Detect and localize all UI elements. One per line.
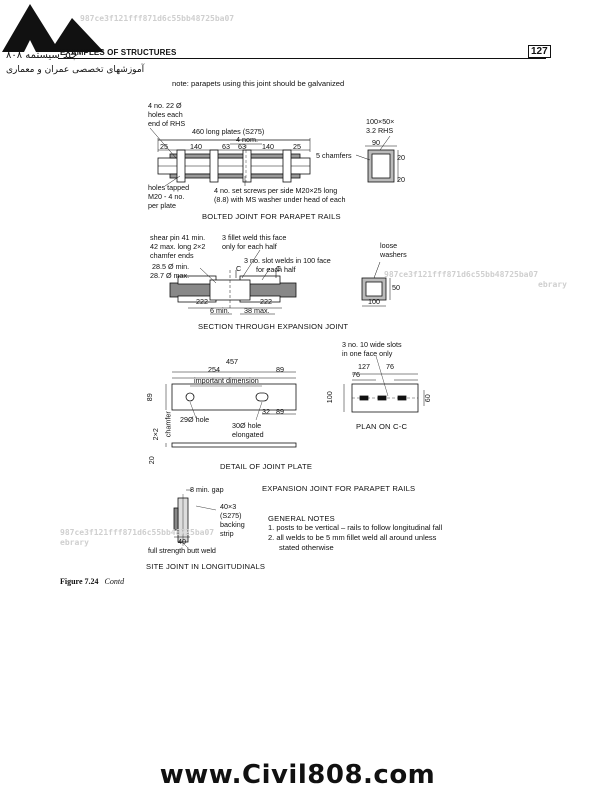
watermark-mid-suffix: ebrary — [538, 280, 567, 289]
dim-89-vertical: 89 — [144, 393, 154, 402]
figure-label: Figure 7.24 — [60, 577, 99, 586]
footer-site-link[interactable]: www.Civil808.com — [159, 760, 436, 790]
chamfers-label: 5 chamfers — [316, 151, 352, 160]
tapped-label-2: M20 - 4 no. — [148, 192, 185, 201]
dim-254: 254 — [208, 365, 220, 374]
site-joint-title: SITE JOINT IN LONGITUDINALS — [146, 562, 266, 571]
gap-label: 8 min. gap — [190, 485, 224, 494]
header-watermark: 987ce3f121fff871d6c55bb48725ba07 — [80, 14, 235, 23]
tapped-label-3: per plate — [148, 201, 176, 210]
dim-457: 457 — [226, 357, 238, 366]
section-mark-c2: C — [276, 264, 282, 273]
shear-pin-label-2: 42 max. long 2×2 — [150, 242, 206, 251]
galvanize-note: note: parapets using this joint should b… — [172, 79, 345, 88]
joint-plate-title: DETAIL OF JOINT PLATE — [220, 462, 313, 471]
rhs-label-1: 100×50× — [366, 117, 395, 126]
bolted-joint-title: BOLTED JOINT FOR PARAPET RAILS — [202, 212, 341, 221]
section-title: EXAMPLES OF STRUCTURES — [60, 48, 177, 57]
dim-60: 60 — [422, 394, 432, 403]
figure-caption: Figure 7.24 Contd — [60, 577, 124, 586]
dim-140b: 140 — [262, 142, 274, 151]
dim-63a: 63 — [222, 142, 230, 151]
general-note-2a: 2. all welds to be 5 mm fillet weld all … — [268, 533, 437, 542]
logo-text-line1: چند سیستمه ۸۰۸ — [6, 50, 78, 61]
expansion-joint-title: EXPANSION JOINT FOR PARAPET RAILS — [262, 484, 416, 493]
tapped-label-1: holes tapped — [148, 183, 190, 192]
loose-label-2: washers — [380, 250, 407, 259]
dim-32: 32 — [262, 407, 270, 416]
max-diameter: 28.7 Ø max. — [150, 271, 190, 280]
logo-mark — [2, 4, 104, 52]
watermark-low: 987ce3f121fff871d6c55bb48725ba07 — [60, 528, 214, 537]
plates-label: 460 long plates (S275) — [192, 127, 265, 136]
backing-label-2: (S275) — [220, 511, 242, 520]
dim-127: 127 — [358, 362, 370, 371]
slot-label-1: 3 no. slot welds in 100 face — [244, 256, 331, 265]
dim-25b: 25 — [293, 142, 301, 151]
holes-label-2: holes each — [148, 110, 183, 119]
general-note-2b: stated otherwise — [279, 543, 334, 552]
general-notes-heading: GENERAL NOTES — [268, 514, 335, 523]
dim-222a: 222 — [196, 297, 208, 306]
dim-50: 50 — [392, 283, 400, 292]
dim-20a: 20 — [397, 153, 405, 162]
fillet-label-1: 3 fillet weld this face — [222, 233, 287, 242]
hole-30-label-2: elongated — [232, 430, 264, 439]
fillet-label-2: only for each half — [222, 242, 277, 251]
dim-100: 100 — [368, 297, 380, 306]
dim-89b: 89 — [276, 407, 284, 416]
holes-label-3: end of RHS — [148, 119, 186, 128]
dim-222b: 222 — [260, 297, 272, 306]
dim-40: 40 — [178, 537, 186, 546]
dim-4nom: 4 nom. — [236, 135, 258, 144]
hole-30-label-1: 30Ø hole — [232, 421, 262, 430]
slots-label-2: in one face only — [342, 349, 393, 358]
important-dimension: important dimension — [194, 376, 259, 385]
dim-90: 90 — [372, 138, 380, 147]
backing-label-4: strip — [220, 529, 234, 538]
dim-140a: 140 — [190, 142, 202, 151]
holes-label-1: 4 no. 22 Ø — [148, 101, 182, 110]
dim-89a: 89 — [276, 365, 284, 374]
general-note-1: 1. posts to be vertical – rails to follo… — [268, 523, 443, 532]
backing-label-3: backing — [220, 520, 245, 529]
page-number: 127 — [528, 45, 551, 58]
shear-pin-label-1: shear pin 41 min. — [150, 233, 206, 242]
chamfer-label-2: chamfer — [163, 411, 173, 438]
chamfer-label-1: 2×2 — [150, 428, 160, 441]
watermark-low-suffix: ebrary — [60, 538, 89, 547]
dim-76b: 76 — [386, 362, 394, 371]
loose-label-1: loose — [380, 241, 398, 250]
shear-pin-label-3: chamfer ends — [150, 251, 194, 260]
slot-label-2: for each half — [256, 265, 296, 274]
watermark-low-text: 987ce3f121fff871d6c55bb48725ba07 — [60, 528, 215, 537]
dim-38max: 38 max. — [244, 306, 270, 315]
watermark-mid: 987ce3f121fff871d6c55bb48725ba07 — [384, 270, 539, 279]
hole-29-label: 29Ø hole — [180, 415, 210, 424]
backing-label-1: 40×3 — [220, 502, 237, 511]
rhs-label-2: 3.2 RHS — [366, 126, 394, 135]
screws-label-2: (8.8) with MS washer under head of each — [214, 195, 346, 204]
slots-label-1: 3 no. 10 wide slots — [342, 340, 402, 349]
logo-text-line2: آموزشهای تخصصی عمران و معماری — [6, 65, 145, 75]
dim-20b: 20 — [397, 175, 405, 184]
section-mark-c1: C — [236, 264, 242, 273]
plan-cc-title: PLAN ON C-C — [356, 422, 408, 431]
expansion-section-title: SECTION THROUGH EXPANSION JOINT — [198, 322, 349, 331]
dim-100-plan: 100 — [324, 391, 334, 404]
header-rule — [58, 58, 546, 59]
dim-6min: 6 min. — [210, 306, 230, 315]
dim-76a: 76 — [352, 370, 360, 379]
min-diameter: 28.5 Ø min. — [152, 262, 190, 271]
dim-20-plate: 20 — [146, 456, 156, 465]
dim-25a: 25 — [160, 142, 168, 151]
screws-label-1: 4 no. set screws per side M20×25 long — [214, 186, 338, 195]
figure-contd: Contd — [104, 577, 125, 586]
butt-weld-label: full strength butt weld — [148, 546, 216, 555]
dim-63b: 63 — [238, 142, 246, 151]
